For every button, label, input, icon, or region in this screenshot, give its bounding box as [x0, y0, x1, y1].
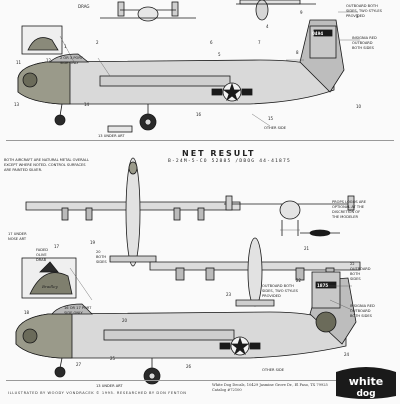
callout-23: 23	[226, 292, 232, 297]
callout-9: 9	[300, 10, 303, 15]
callout-3: 3	[356, 14, 359, 19]
label-port-side-bot: 16 OR 17 PORT SIDE ONLY	[64, 306, 92, 315]
logo-word-dog: dog	[356, 389, 375, 399]
callout-11: 11	[16, 60, 22, 65]
callout-25: 25	[110, 356, 116, 361]
callout-8: 8	[296, 50, 299, 55]
callout-20: 20	[122, 318, 128, 323]
white-dog-logo: white dog	[336, 367, 396, 399]
label-under-nose-art: 17 UNDER NOSE ART	[8, 232, 27, 241]
callout-27: 27	[76, 362, 82, 367]
logo-word-white: white	[349, 375, 383, 388]
side-view-aircraft-1	[17, 19, 345, 133]
publisher-address: White Dog Decals, 10429 Jasmine Grove Dr…	[212, 383, 328, 392]
label-outboard-top: OUTBOARD BOTH SIDES, TWO STYLES PROVIDED	[346, 4, 382, 18]
serial-number-mid: 1875	[317, 283, 329, 288]
callout-18: 18	[24, 310, 30, 315]
label-finish-note: BOTH AIRCRAFT ARE NATURAL METAL OVERALL …	[4, 158, 89, 172]
callout-14: 14	[84, 102, 90, 107]
callout-26: 26	[186, 364, 192, 369]
callout-21: 21	[304, 246, 310, 251]
label-port-side: 2 OR 3 PORT SIDE ONLY	[60, 56, 83, 65]
callout-24: 24	[344, 352, 350, 357]
callout-19: 19	[90, 240, 96, 245]
callout-4: 4	[266, 24, 269, 29]
label-other-side-bot: OTHER SIDE	[262, 368, 285, 372]
footer-divider	[6, 380, 394, 381]
top-view-aircraft-1	[100, 0, 316, 22]
label-faded-drab: FADED OLIVE DRAB	[36, 248, 49, 262]
tail-fin-detail-2	[311, 271, 341, 333]
serial-line: B-24M-5-CO 52885 /DBOG 44-41875	[168, 159, 291, 164]
callout-17: 17	[54, 244, 60, 249]
callout-12: 12	[46, 58, 52, 63]
propeller-detail	[300, 229, 340, 237]
label-both-sides-mid: 20 BOTH SIDES	[96, 250, 107, 264]
serial-number-top: 0494	[312, 31, 324, 36]
label-insignia-mid: INSIGNIA RED OUTBOARD BOTH SIDES	[350, 304, 375, 318]
callout-22: 22	[296, 278, 302, 283]
callout-10: 10	[356, 104, 362, 109]
callout-6: 6	[210, 40, 213, 45]
callout-1: 1	[64, 44, 67, 49]
side-view-aircraft-2	[15, 277, 357, 385]
sheet-title: NET RESULT	[182, 149, 256, 158]
plan-view-aircraft-2	[25, 157, 241, 267]
label-insignia-top: INSIGNIA RED OUTBOARD BOTH SIDES	[352, 36, 377, 50]
label-under-art-top: 13 UNDER ART	[98, 134, 125, 138]
callout-13: 13	[14, 102, 20, 107]
section-divider	[6, 140, 394, 141]
callout-16: 16	[196, 112, 202, 117]
label-outboard-both: 22 OUTBOARD BOTH SIDES	[350, 262, 371, 281]
label-drag: DRAG	[78, 4, 90, 9]
callout-2: 2	[96, 40, 99, 45]
callout-7: 7	[258, 40, 261, 45]
nose-art-panel-2	[21, 257, 77, 299]
label-outboard-mid: OUTBOARD BOTH SIDES, TWO STYLES PROVIDED	[262, 284, 298, 298]
callout-leader-lines	[59, 11, 360, 311]
callout-5: 5	[218, 52, 221, 57]
frontal-view-aircraft-2	[224, 195, 355, 236]
label-other-side: OTHER SIDE	[264, 126, 287, 130]
label-prop-logos: PROPS LOGOS ARE OPTIONAL AT THE DISCRETI…	[332, 200, 367, 219]
label-under-art-bot: 13 UNDER ART	[96, 384, 123, 388]
tail-fin-detail-1	[309, 25, 337, 59]
nose-art-name: Bradley	[42, 284, 58, 289]
callout-15: 15	[268, 116, 274, 121]
illustration-credit: ILLUSTRATED BY WOODY VONDRACEK © 1995. R…	[8, 391, 187, 395]
